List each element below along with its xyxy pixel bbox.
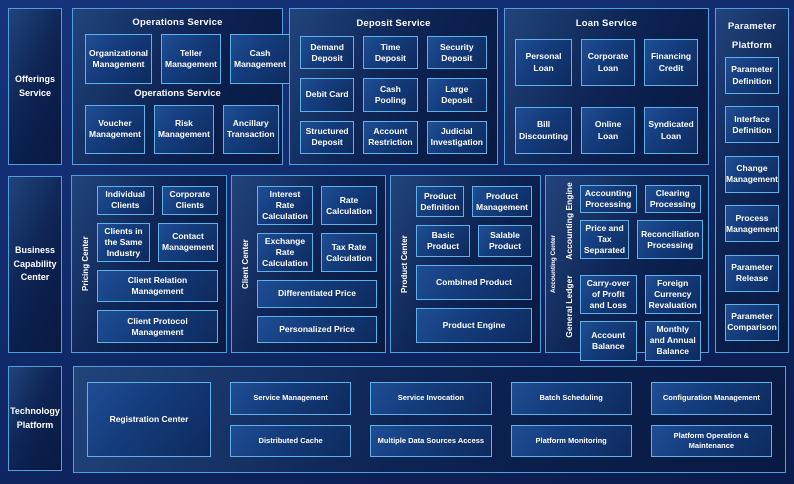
box-demand-deposit: Demand Deposit [300, 36, 355, 70]
technology-grid: Service Management Service Invocation Ba… [230, 382, 772, 457]
box-platform-monitoring: Platform Monitoring [510, 424, 632, 457]
box-change-management: Change Management [725, 155, 779, 193]
box-accounting-processing: Accounting Processing [580, 185, 637, 214]
offerings-service-rail: Offerings Service [8, 8, 62, 165]
loan-service-panel: Loan Service Personal Loan Corporate Loa… [504, 8, 709, 165]
box-multiple-data-sources-access: Multiple Data Sources Access [370, 424, 492, 457]
box-teller-management: Teller Management [161, 34, 221, 84]
deposit-grid: Demand Deposit Time Deposit Security Dep… [300, 36, 487, 154]
box-financing-credit: Financing Credit [644, 39, 698, 86]
technology-platform-label: Technology Platform [10, 405, 60, 430]
box-account-balance: Account Balance [580, 321, 637, 361]
box-product-management: Product Management [472, 186, 532, 218]
box-distributed-cache: Distributed Cache [230, 424, 352, 457]
accounting-engine-vertical-label: Accounting Engine [564, 182, 574, 261]
loan-service-title: Loan Service [575, 18, 638, 29]
box-corporate-clients: Corporate Clients [161, 186, 218, 215]
box-client-protocol-management: Client Protocol Management [97, 310, 218, 343]
box-structured-deposit: Structured Deposit [300, 120, 355, 154]
operations-row-2: Voucher Management Risk Management Ancil… [85, 104, 279, 154]
deposit-service-panel: Deposit Service Demand Deposit Time Depo… [289, 8, 498, 165]
client-center-grid: Interest Rate Calculation Rate Calculati… [257, 186, 377, 343]
box-carry-over-of-profit-and-loss: Carry-over of Profit and Loss [580, 275, 637, 315]
box-registration-center: Registration Center [87, 382, 211, 457]
business-capability-center-rail: Business Capability Center [8, 176, 62, 353]
parameter-column: Parameter Definition Interface Definitio… [725, 57, 779, 341]
box-platform-operation-maintenance: Platform Operation & Maintenance [650, 424, 772, 457]
operations-row-1: Organizational Management Teller Managem… [85, 34, 290, 84]
box-product-engine: Product Engine [416, 307, 532, 343]
box-debit-card: Debit Card [300, 78, 355, 112]
box-reconciliation-processing: Reconciliation Processing [637, 220, 704, 260]
accounting-center-panel: Accounting Center Accounting Engine Gene… [545, 175, 709, 361]
box-foreign-currency-revaluation: Foreign Currency Revaluation [644, 275, 701, 315]
box-clearing-processing: Clearing Processing [644, 185, 701, 214]
box-price-and-tax-separated: Price and Tax Separated [580, 220, 630, 260]
box-account-restriction: Account Restriction [363, 120, 418, 154]
deposit-service-title: Deposit Service [356, 18, 431, 29]
product-center-grid: Product Definition Product Management Ba… [416, 186, 532, 343]
pricing-center-vertical-label: Pricing Center [81, 236, 90, 292]
box-personal-loan: Personal Loan [515, 39, 573, 86]
box-exchange-rate-calculation: Exchange Rate Calculation [257, 233, 313, 273]
loan-grid: Personal Loan Corporate Loan Financing C… [515, 39, 698, 154]
box-parameter-comparison: Parameter Comparison [725, 303, 779, 341]
box-online-loan: Online Loan [581, 107, 636, 154]
operations-service-mid-label: Operations Service [134, 87, 221, 99]
box-basic-product: Basic Product [416, 225, 470, 257]
box-risk-management: Risk Management [153, 104, 214, 154]
technology-platform-rail: Technology Platform [8, 366, 62, 471]
box-voucher-management: Voucher Management [85, 104, 145, 154]
box-judicial-investigation: Judicial Investigation [426, 120, 487, 154]
box-cash-pooling: Cash Pooling [363, 78, 418, 112]
business-capability-center-label: Business Capability Center [13, 244, 57, 283]
client-center-vertical-label: Client Center [241, 239, 250, 289]
box-product-definition: Product Definition [416, 186, 465, 218]
pricing-center-panel: Pricing Center Individual Clients Corpor… [71, 175, 227, 353]
box-service-invocation: Service Invocation [370, 382, 492, 415]
box-organizational-management: Organizational Management [85, 34, 153, 84]
box-interest-rate-calculation: Interest Rate Calculation [257, 186, 313, 226]
box-individual-clients: Individual Clients [97, 186, 154, 215]
box-salable-product: Salable Product [478, 225, 532, 257]
box-combined-product: Combined Product [416, 264, 532, 300]
box-security-deposit: Security Deposit [426, 36, 487, 70]
box-parameter-release: Parameter Release [725, 254, 779, 292]
box-client-relation-management: Client Relation Management [97, 269, 218, 303]
technology-platform-panel: Registration Center Service Management S… [73, 366, 786, 473]
box-contact-management: Contact Management [158, 222, 218, 262]
box-batch-scheduling: Batch Scheduling [510, 382, 632, 415]
box-cash-management: Cash Management [230, 34, 290, 84]
product-center-panel: Product Center Product Definition Produc… [390, 175, 541, 353]
accounting-center-vertical-label: Accounting Center [550, 234, 557, 294]
box-ancillary-transaction: Ancillary Transaction [222, 104, 279, 154]
box-process-management: Process Management [725, 205, 779, 243]
client-center-panel: Client Center Interest Rate Calculation … [231, 175, 386, 353]
box-service-management: Service Management [230, 382, 352, 415]
pricing-center-grid: Individual Clients Corporate Clients Cli… [97, 186, 218, 343]
box-differentiated-price: Differentiated Price [257, 280, 377, 308]
box-corporate-loan: Corporate Loan [581, 39, 636, 86]
box-bill-discounting: Bill Discounting [515, 107, 573, 154]
box-parameter-definition: Parameter Definition [725, 57, 779, 94]
box-personalized-price: Personalized Price [257, 315, 377, 343]
box-rate-calculation: Rate Calculation [321, 186, 377, 226]
box-configuration-management: Configuration Management [650, 382, 772, 415]
general-ledger-vertical-label: General Ledger [564, 275, 574, 338]
box-time-deposit: Time Deposit [363, 36, 418, 70]
parameter-platform-panel: Parameter Platform Parameter Definition … [715, 8, 789, 353]
parameter-platform-title: Parameter Platform [727, 21, 777, 51]
box-tax-rate-calculation: Tax Rate Calculation [321, 233, 377, 273]
box-monthly-and-annual-balance: Monthly and Annual Balance [644, 321, 701, 361]
product-center-vertical-label: Product Center [400, 235, 409, 293]
box-syndicated-loan: Syndicated Loan [644, 107, 698, 154]
accounting-center-grid: Accounting Processing Clearing Processin… [580, 185, 704, 361]
operations-service-panel: Operations Service Organizational Manage… [72, 8, 290, 165]
box-interface-definition: Interface Definition [725, 106, 779, 144]
box-large-deposit: Large Deposit [426, 78, 487, 112]
box-clients-in-the-same-industry: Clients in the Same Industry [97, 222, 151, 262]
operations-service-title: Operations Service [132, 17, 223, 28]
offerings-service-label: Offerings Service [14, 73, 55, 98]
